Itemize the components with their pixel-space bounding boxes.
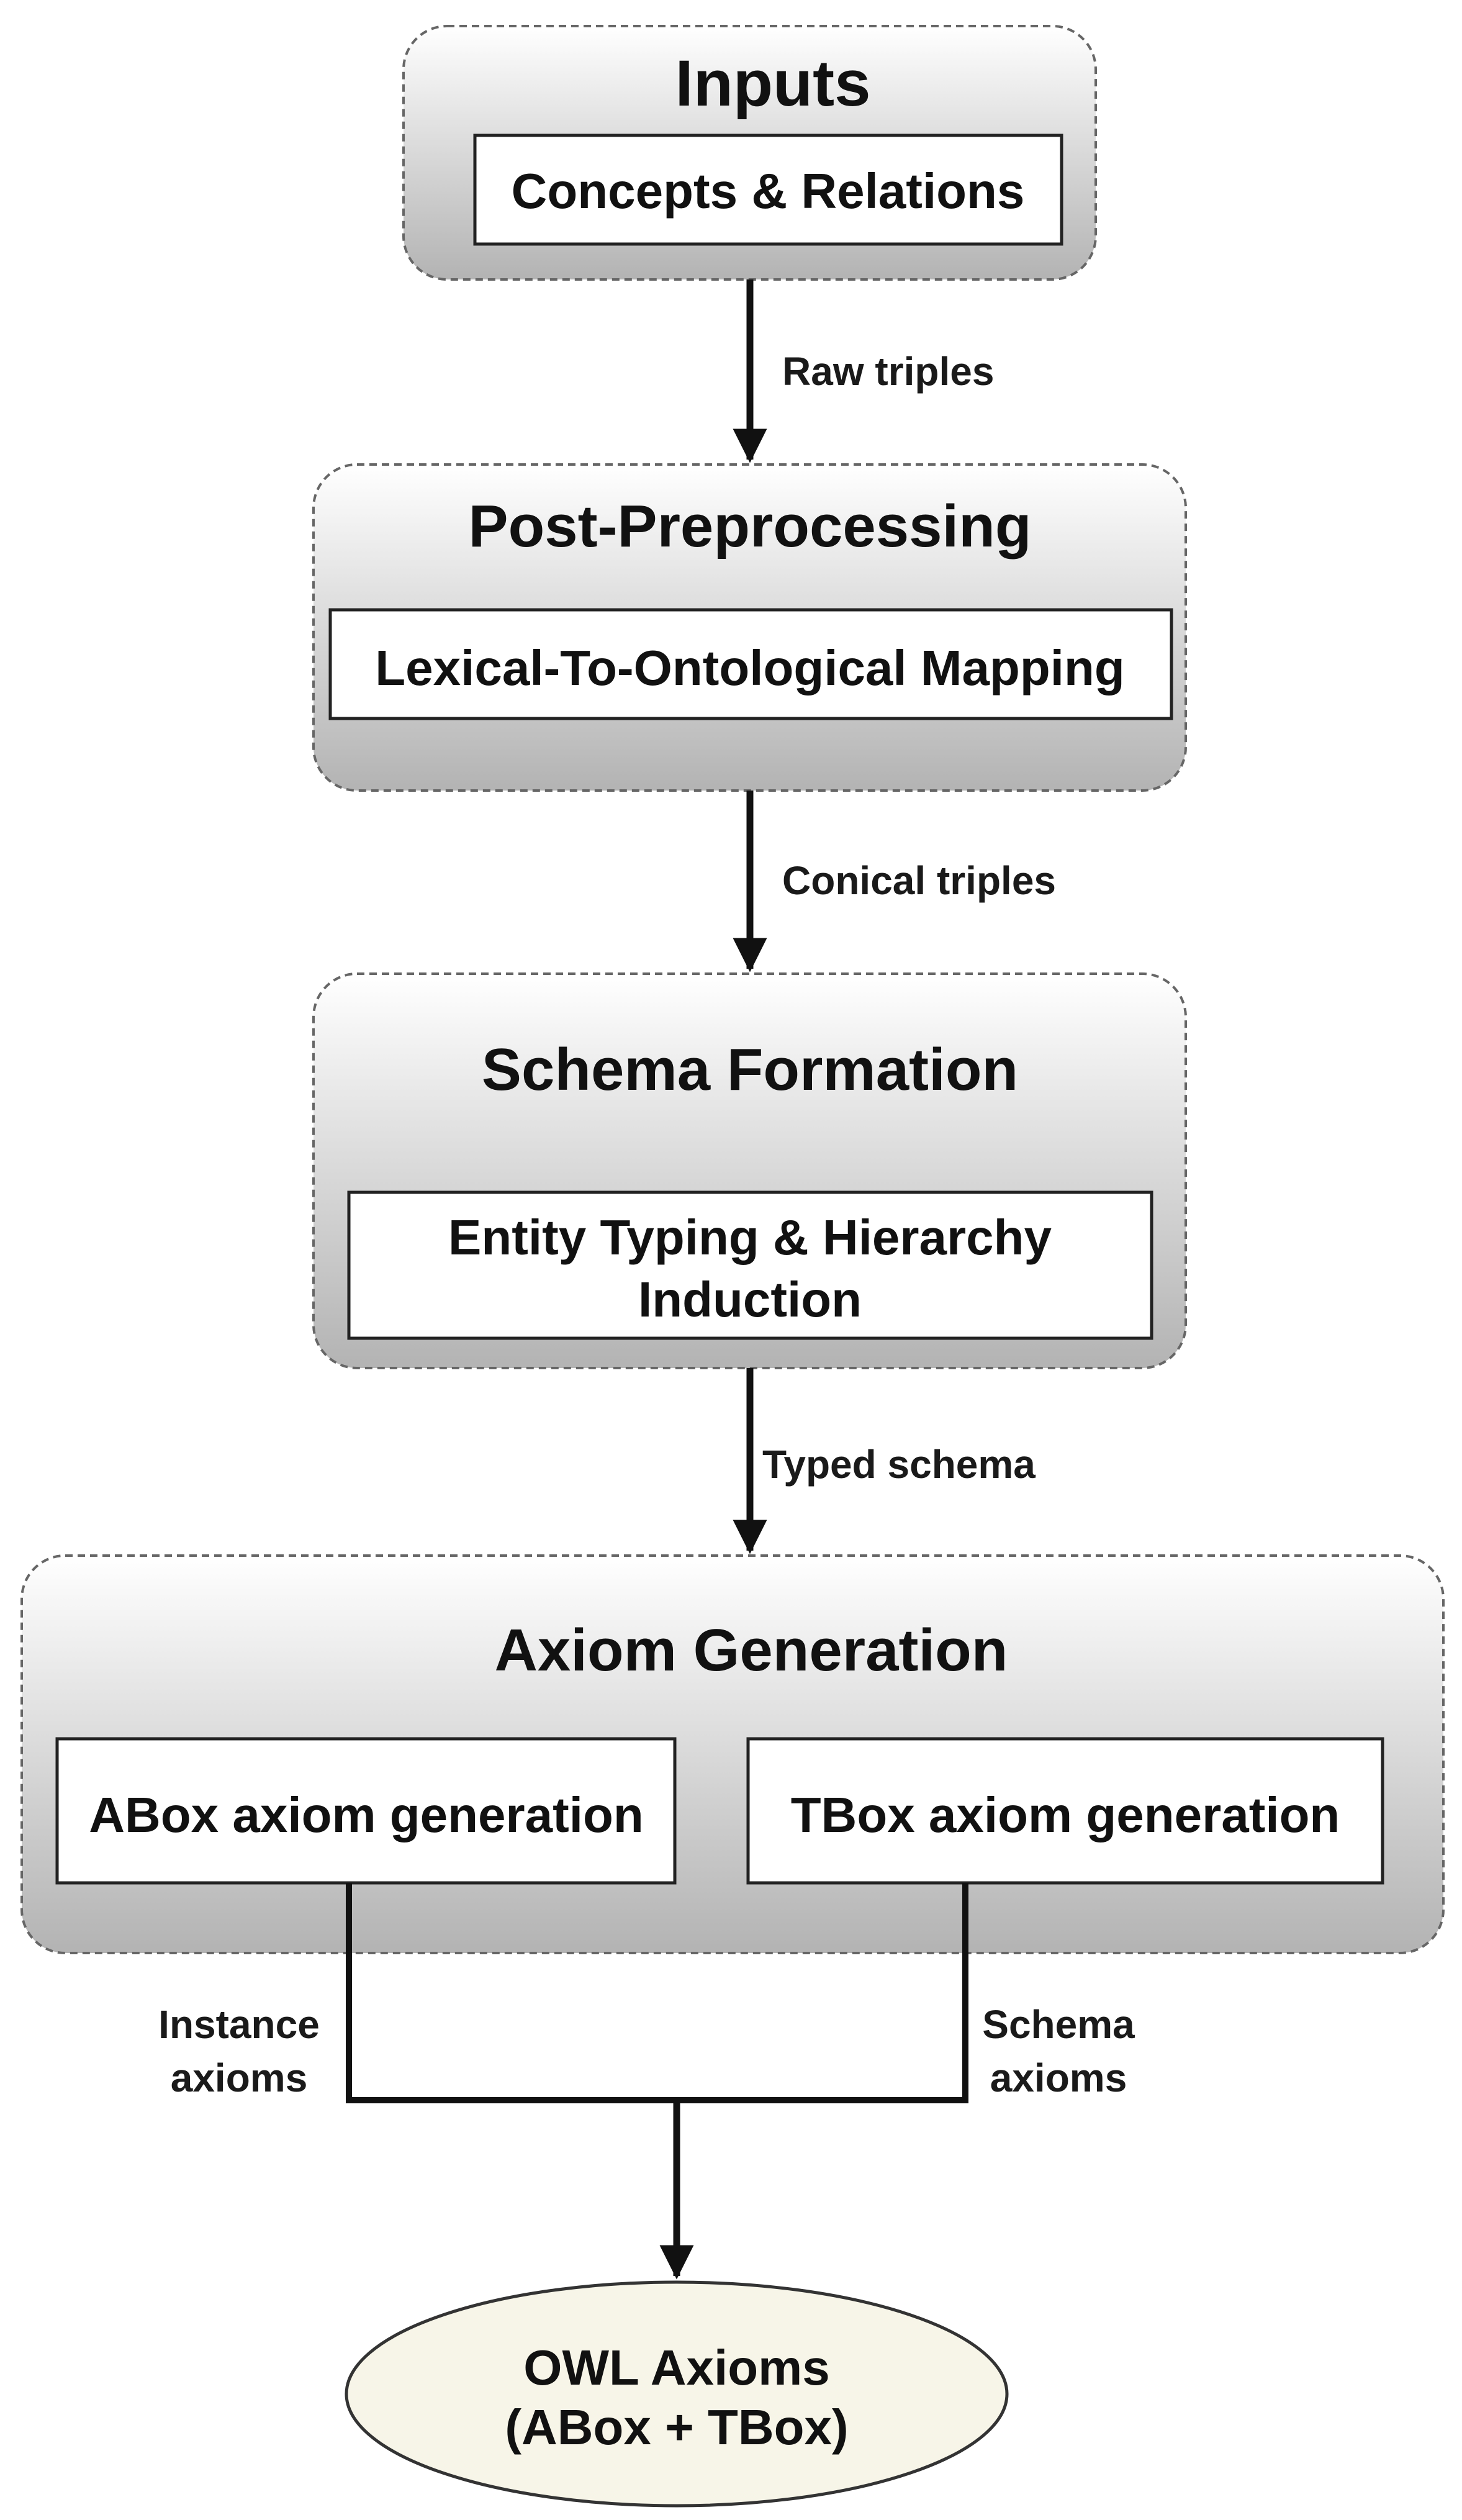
instance-axioms-label-line2: axioms	[171, 2055, 308, 2100]
schema-axioms-label-line2: axioms	[990, 2055, 1127, 2100]
inputs-title: Inputs	[675, 47, 871, 120]
tbox-generation-box	[746, 1737, 1384, 1885]
entity-typing-label-line1: Entity Typing & Hierarchy	[448, 1210, 1052, 1265]
instance-axioms-label-line1: Instance	[158, 2002, 320, 2047]
typed-schema-label: Typed schema	[762, 1442, 1036, 1487]
owl-axioms-ellipse	[345, 2280, 1009, 2508]
tbox-generation-label: TBox axiom generation	[791, 1787, 1340, 1842]
axiom-generation-title: Axiom Generation	[495, 1617, 1008, 1684]
merge-connector	[346, 1883, 968, 2280]
raw-triples-label: Raw triples	[782, 349, 994, 394]
concepts-relations-box	[473, 134, 1063, 246]
owl-axioms-label-line1: OWL Axioms	[523, 2340, 829, 2395]
concepts-relations-label: Concepts & Relations	[512, 163, 1025, 219]
entity-typing-box	[347, 1190, 1153, 1340]
conical-triples-label: Conical triples	[782, 858, 1056, 903]
schema-formation-title: Schema Formation	[482, 1036, 1018, 1103]
abox-generation-label: ABox axiom generation	[89, 1787, 644, 1842]
schema-formation-stage: Schema Formation Entity Typing & Hierarc…	[312, 972, 1187, 1369]
post-preprocessing-title: Post-Preprocessing	[469, 493, 1032, 560]
owl-axioms-label-line2: (ABox + TBox)	[505, 2400, 848, 2455]
entity-typing-label-line2: Induction	[638, 1272, 862, 1327]
inputs-stage: Inputs Concepts & Relations	[402, 25, 1097, 281]
abox-generation-box	[55, 1737, 677, 1885]
owl-axioms-output: OWL Axioms (ABox + TBox)	[345, 2280, 1009, 2508]
schema-axioms-label-line1: Schema	[982, 2002, 1135, 2047]
lexical-mapping-box	[328, 608, 1173, 720]
lexical-mapping-label: Lexical-To-Ontological Mapping	[375, 640, 1124, 696]
axiom-generation-stage: Axiom Generation ABox axiom generation T…	[20, 1554, 1445, 1954]
post-preprocessing-stage: Post-Preprocessing Lexical-To-Ontologica…	[312, 463, 1187, 792]
